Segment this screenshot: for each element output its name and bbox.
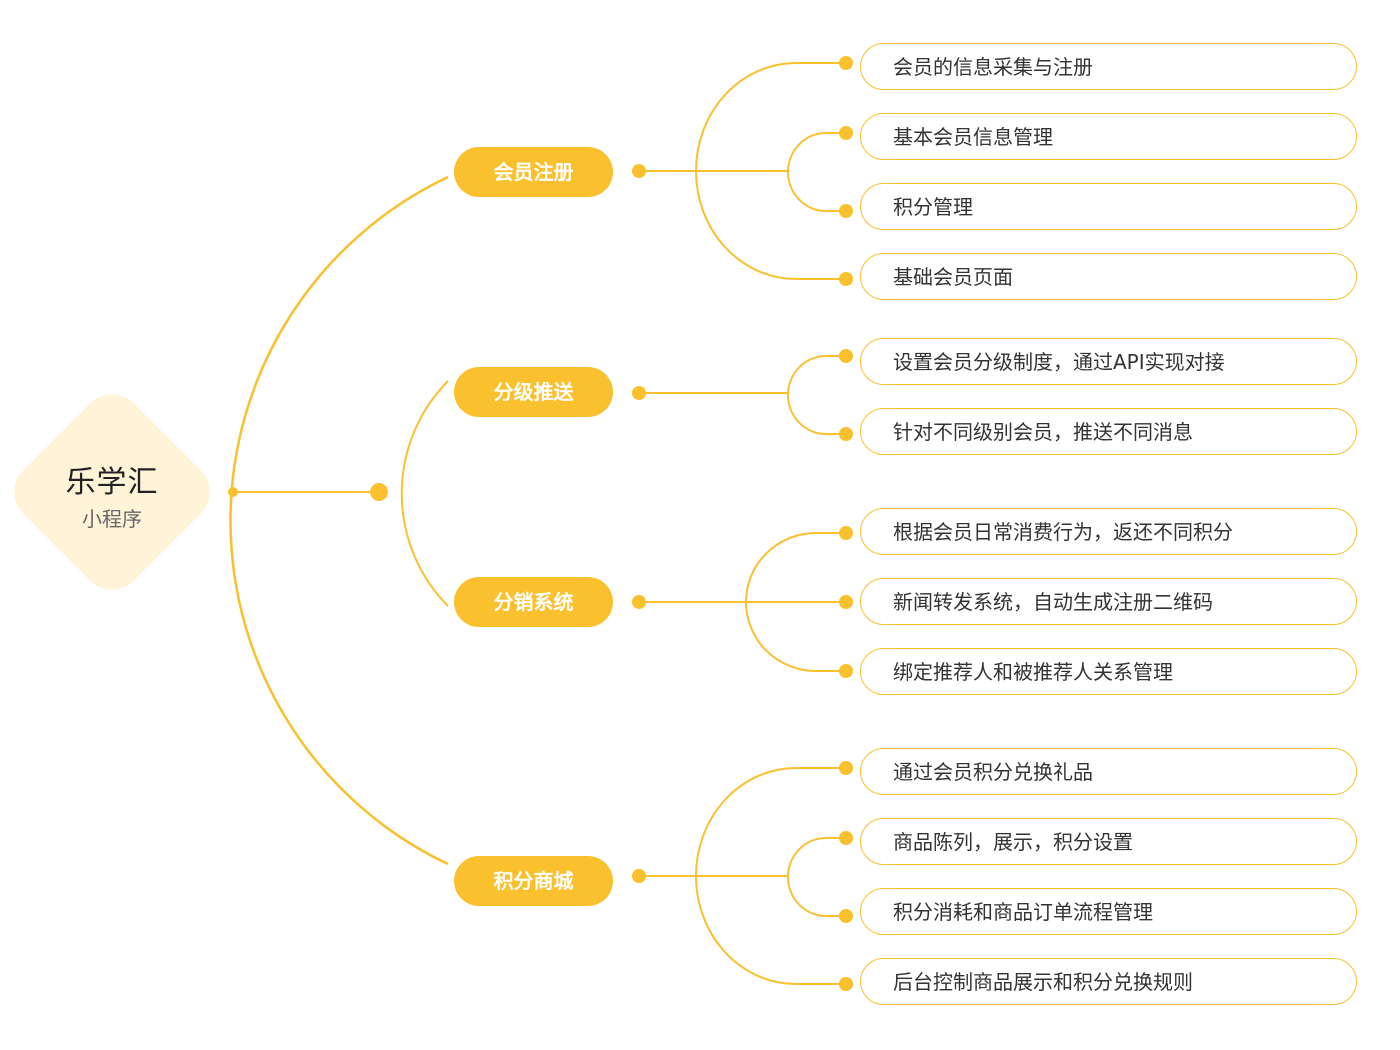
leaf-node[interactable]: 通过会员积分兑换礼品 — [860, 748, 1357, 795]
leaf-dot — [839, 595, 853, 609]
leaf-node[interactable]: 积分消耗和商品订单流程管理 — [860, 888, 1357, 935]
leaf-connector — [787, 837, 846, 917]
leaf-dot — [839, 204, 853, 218]
root-title: 乐学汇 — [65, 465, 159, 500]
leaf-dot — [839, 56, 853, 70]
leaf-connector — [695, 62, 846, 280]
inner-arc-connector — [400, 380, 449, 607]
leaf-node[interactable]: 后台控制商品展示和积分兑换规则 — [860, 958, 1357, 1005]
leaf-connector — [787, 355, 846, 435]
leaf-dot — [839, 526, 853, 540]
leaf-node[interactable]: 针对不同级别会员，推送不同消息 — [860, 408, 1357, 455]
branch-node-distribution-system[interactable]: 分销系统 — [454, 577, 613, 627]
leaf-node[interactable]: 新闻转发系统，自动生成注册二维码 — [860, 578, 1357, 625]
outer-arc-connector — [229, 175, 449, 866]
branch-node-tiered-push[interactable]: 分级推送 — [454, 367, 613, 417]
leaf-node[interactable]: 绑定推荐人和被推荐人关系管理 — [860, 648, 1357, 695]
leaf-node[interactable]: 设置会员分级制度，通过API实现对接 — [860, 338, 1357, 385]
leaf-node[interactable]: 基础会员页面 — [860, 253, 1357, 300]
leaf-dot — [839, 427, 853, 441]
leaf-dot — [839, 831, 853, 845]
leaf-node[interactable]: 会员的信息采集与注册 — [860, 43, 1357, 90]
branch-dot — [632, 386, 646, 400]
leaf-dot — [839, 977, 853, 991]
root-subtitle: 小程序 — [82, 507, 142, 531]
leaf-node[interactable]: 积分管理 — [860, 183, 1357, 230]
branch-node-member-registration[interactable]: 会员注册 — [454, 147, 613, 197]
branch-node-points-mall[interactable]: 积分商城 — [454, 856, 613, 906]
leaf-dot — [839, 909, 853, 923]
hub-dot — [370, 483, 388, 501]
leaf-node[interactable]: 根据会员日常消费行为，返还不同积分 — [860, 508, 1357, 555]
branch-dot — [632, 595, 646, 609]
leaf-dot — [839, 761, 853, 775]
leaf-node[interactable]: 基本会员信息管理 — [860, 113, 1357, 160]
leaf-dot — [839, 126, 853, 140]
branch-dot — [632, 869, 646, 883]
leaf-connector — [695, 767, 846, 985]
leaf-dot — [839, 349, 853, 363]
leaf-dot — [839, 664, 853, 678]
leaf-connector — [745, 532, 846, 672]
leaf-dot — [839, 272, 853, 286]
leaf-node[interactable]: 商品陈列，展示，积分设置 — [860, 818, 1357, 865]
branch-dot — [632, 164, 646, 178]
leaf-connector — [787, 132, 846, 212]
